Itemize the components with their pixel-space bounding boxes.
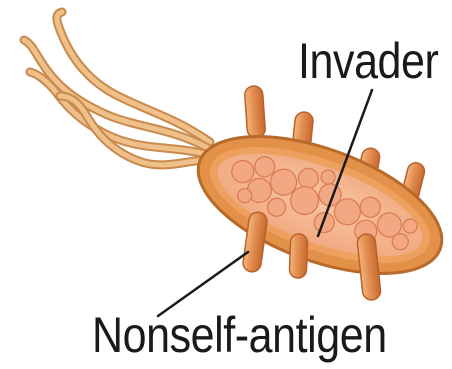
- antigen-spike: [289, 234, 308, 279]
- invader-label: Invader: [298, 33, 438, 89]
- flagella: [24, 12, 210, 165]
- nonself-antigen-label: Nonself-antigen: [92, 307, 387, 363]
- antigen-spike: [244, 85, 266, 138]
